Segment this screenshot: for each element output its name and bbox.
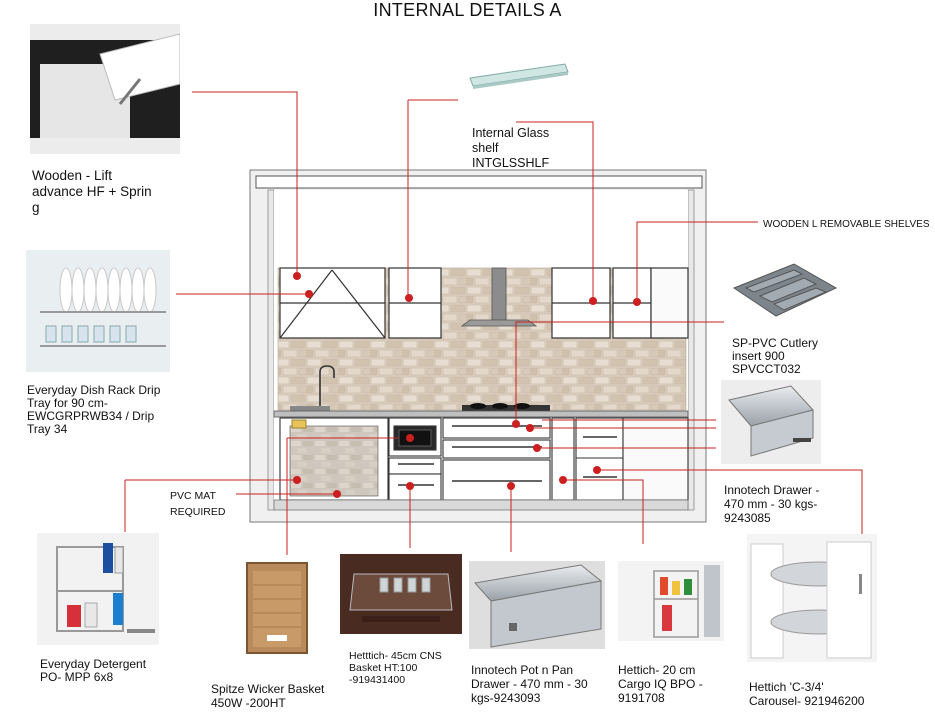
glass-shelf-label: Internal Glass shelf INTGLSSHLF [472, 126, 550, 170]
carousel-label: Hettich 'C-3/4' Carousel- 921946200 [749, 680, 865, 708]
detergent-pullout-photo [37, 533, 159, 645]
cargo-pullout-label: Hettich- 20 cm Cargo IQ BPO - 9191708 [618, 663, 703, 705]
cutlery-insert-photo [724, 258, 842, 332]
wicker-basket-photo [233, 555, 319, 665]
dish-rack-label: Everyday Dish Rack Drip Tray for 90 cm- … [27, 383, 161, 436]
wooden-shelves-label: WOODEN L REMOVABLE SHELVES [763, 219, 930, 230]
page-title: INTERNAL DETAILS A [373, 0, 562, 20]
cargo-pullout-photo [618, 561, 724, 641]
callout-leaders [124, 91, 863, 555]
pot-pan-drawer-photo [469, 561, 605, 649]
countertop [273, 410, 689, 418]
innotech-drawer-label: Innotech Drawer - 470 mm - 30 kgs- 92430… [724, 483, 820, 525]
detergent-label: Everyday Detergent PO- MPP 6x8 [40, 657, 147, 684]
pot-pan-drawer-label: Innotech Pot n Pan Drawer - 470 mm - 30 … [471, 663, 588, 705]
callout-dots [293, 272, 641, 498]
dish-rack-photo [26, 250, 170, 372]
glass-shelf-illustration [469, 63, 569, 89]
sink-faucet [290, 365, 335, 411]
upper-cabinets [279, 267, 689, 339]
lift-system-label: Wooden - Lift advance HF + Sprin g [32, 168, 152, 215]
carousel-photo [747, 534, 877, 662]
lift-system-photo [30, 24, 180, 154]
cns-basket-photo [340, 554, 462, 634]
cutlery-insert-label: SP-PVC Cutlery insert 900 SPVCCT032 [732, 336, 819, 376]
drawer-handles [398, 425, 617, 486]
hob [462, 403, 550, 411]
base-cabinets [279, 417, 689, 501]
wicker-basket-label: Spitze Wicker Basket 450W -200HT [211, 682, 325, 710]
innotech-drawer-photo [721, 380, 821, 464]
pvc-mat-label: PVC MAT REQUIRED [170, 490, 226, 518]
plinth [273, 499, 689, 511]
cns-basket-label: Hetttich- 45cm CNS Basket HT:100 -919431… [349, 650, 442, 686]
